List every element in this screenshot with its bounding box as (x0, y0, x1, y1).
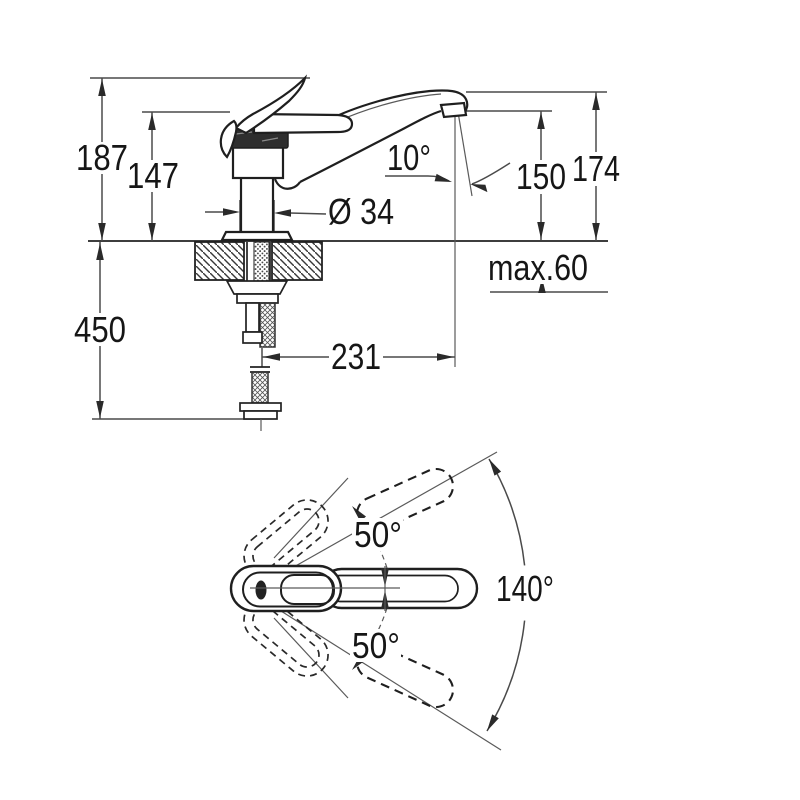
dim-projection (262, 353, 455, 361)
dim-spout-height-label: 174 (572, 148, 620, 189)
swivel-arc-140 (486, 458, 526, 732)
lever-swing-up-label: 50° (354, 514, 402, 555)
mounting-washer (225, 280, 289, 295)
cartridge-body (231, 144, 285, 180)
mounting-stud (245, 302, 260, 333)
handle-top-view (229, 564, 479, 613)
spout-saddle (273, 178, 301, 190)
dim-hose-length (96, 242, 104, 419)
dim-overall-height (98, 78, 106, 241)
swivel-range-label: 140° (496, 568, 554, 609)
stud-foot (242, 331, 263, 344)
dim-body-height-label: 147 (127, 155, 179, 196)
dim-spout-height (592, 92, 600, 241)
spout (273, 89, 469, 190)
dim-spout-angle-leaders (385, 162, 511, 193)
lever-blade (234, 74, 308, 135)
dim-overall-height-label: 187 (76, 137, 128, 178)
dim-outlet-height-label: 150 (516, 156, 566, 197)
hose-fitting (239, 402, 282, 412)
aerator (439, 101, 468, 119)
mounting-nut (236, 293, 279, 304)
lever-front-tip (219, 119, 238, 159)
flex-hose-upper (259, 302, 276, 348)
dim-base-diameter-label: Ø 34 (328, 191, 394, 232)
reference-lines (88, 77, 608, 420)
dim-spout-angle-label: 10° (387, 137, 431, 178)
dim-mounting-thickness-label: max.60 (488, 247, 588, 288)
threaded-shank (253, 241, 270, 282)
flex-hose-lower (251, 371, 269, 404)
swivel-labels: 50° 50° 140° (350, 514, 556, 666)
side-view-labels: 187 147 10° 150 174 Ø 34 max.60 450 231 (72, 137, 622, 377)
side-view-drawing: 187 147 10° 150 174 Ø 34 max.60 450 231 (72, 74, 622, 431)
lever-swing-down-label: 50° (352, 625, 400, 666)
dim-hose-length-label: 450 (74, 309, 126, 350)
dim-outlet-height (537, 111, 545, 240)
swivel-diagram: 50° 50° 140° (229, 451, 556, 751)
handle-slot (255, 580, 267, 600)
dim-body-height (148, 112, 156, 241)
dim-projection-label: 231 (331, 336, 381, 377)
lever-arm (252, 112, 354, 135)
faucet-side-view (219, 74, 469, 242)
base-flange (220, 230, 294, 242)
counter-cross-section (194, 241, 323, 281)
mounting-hardware (225, 241, 289, 431)
